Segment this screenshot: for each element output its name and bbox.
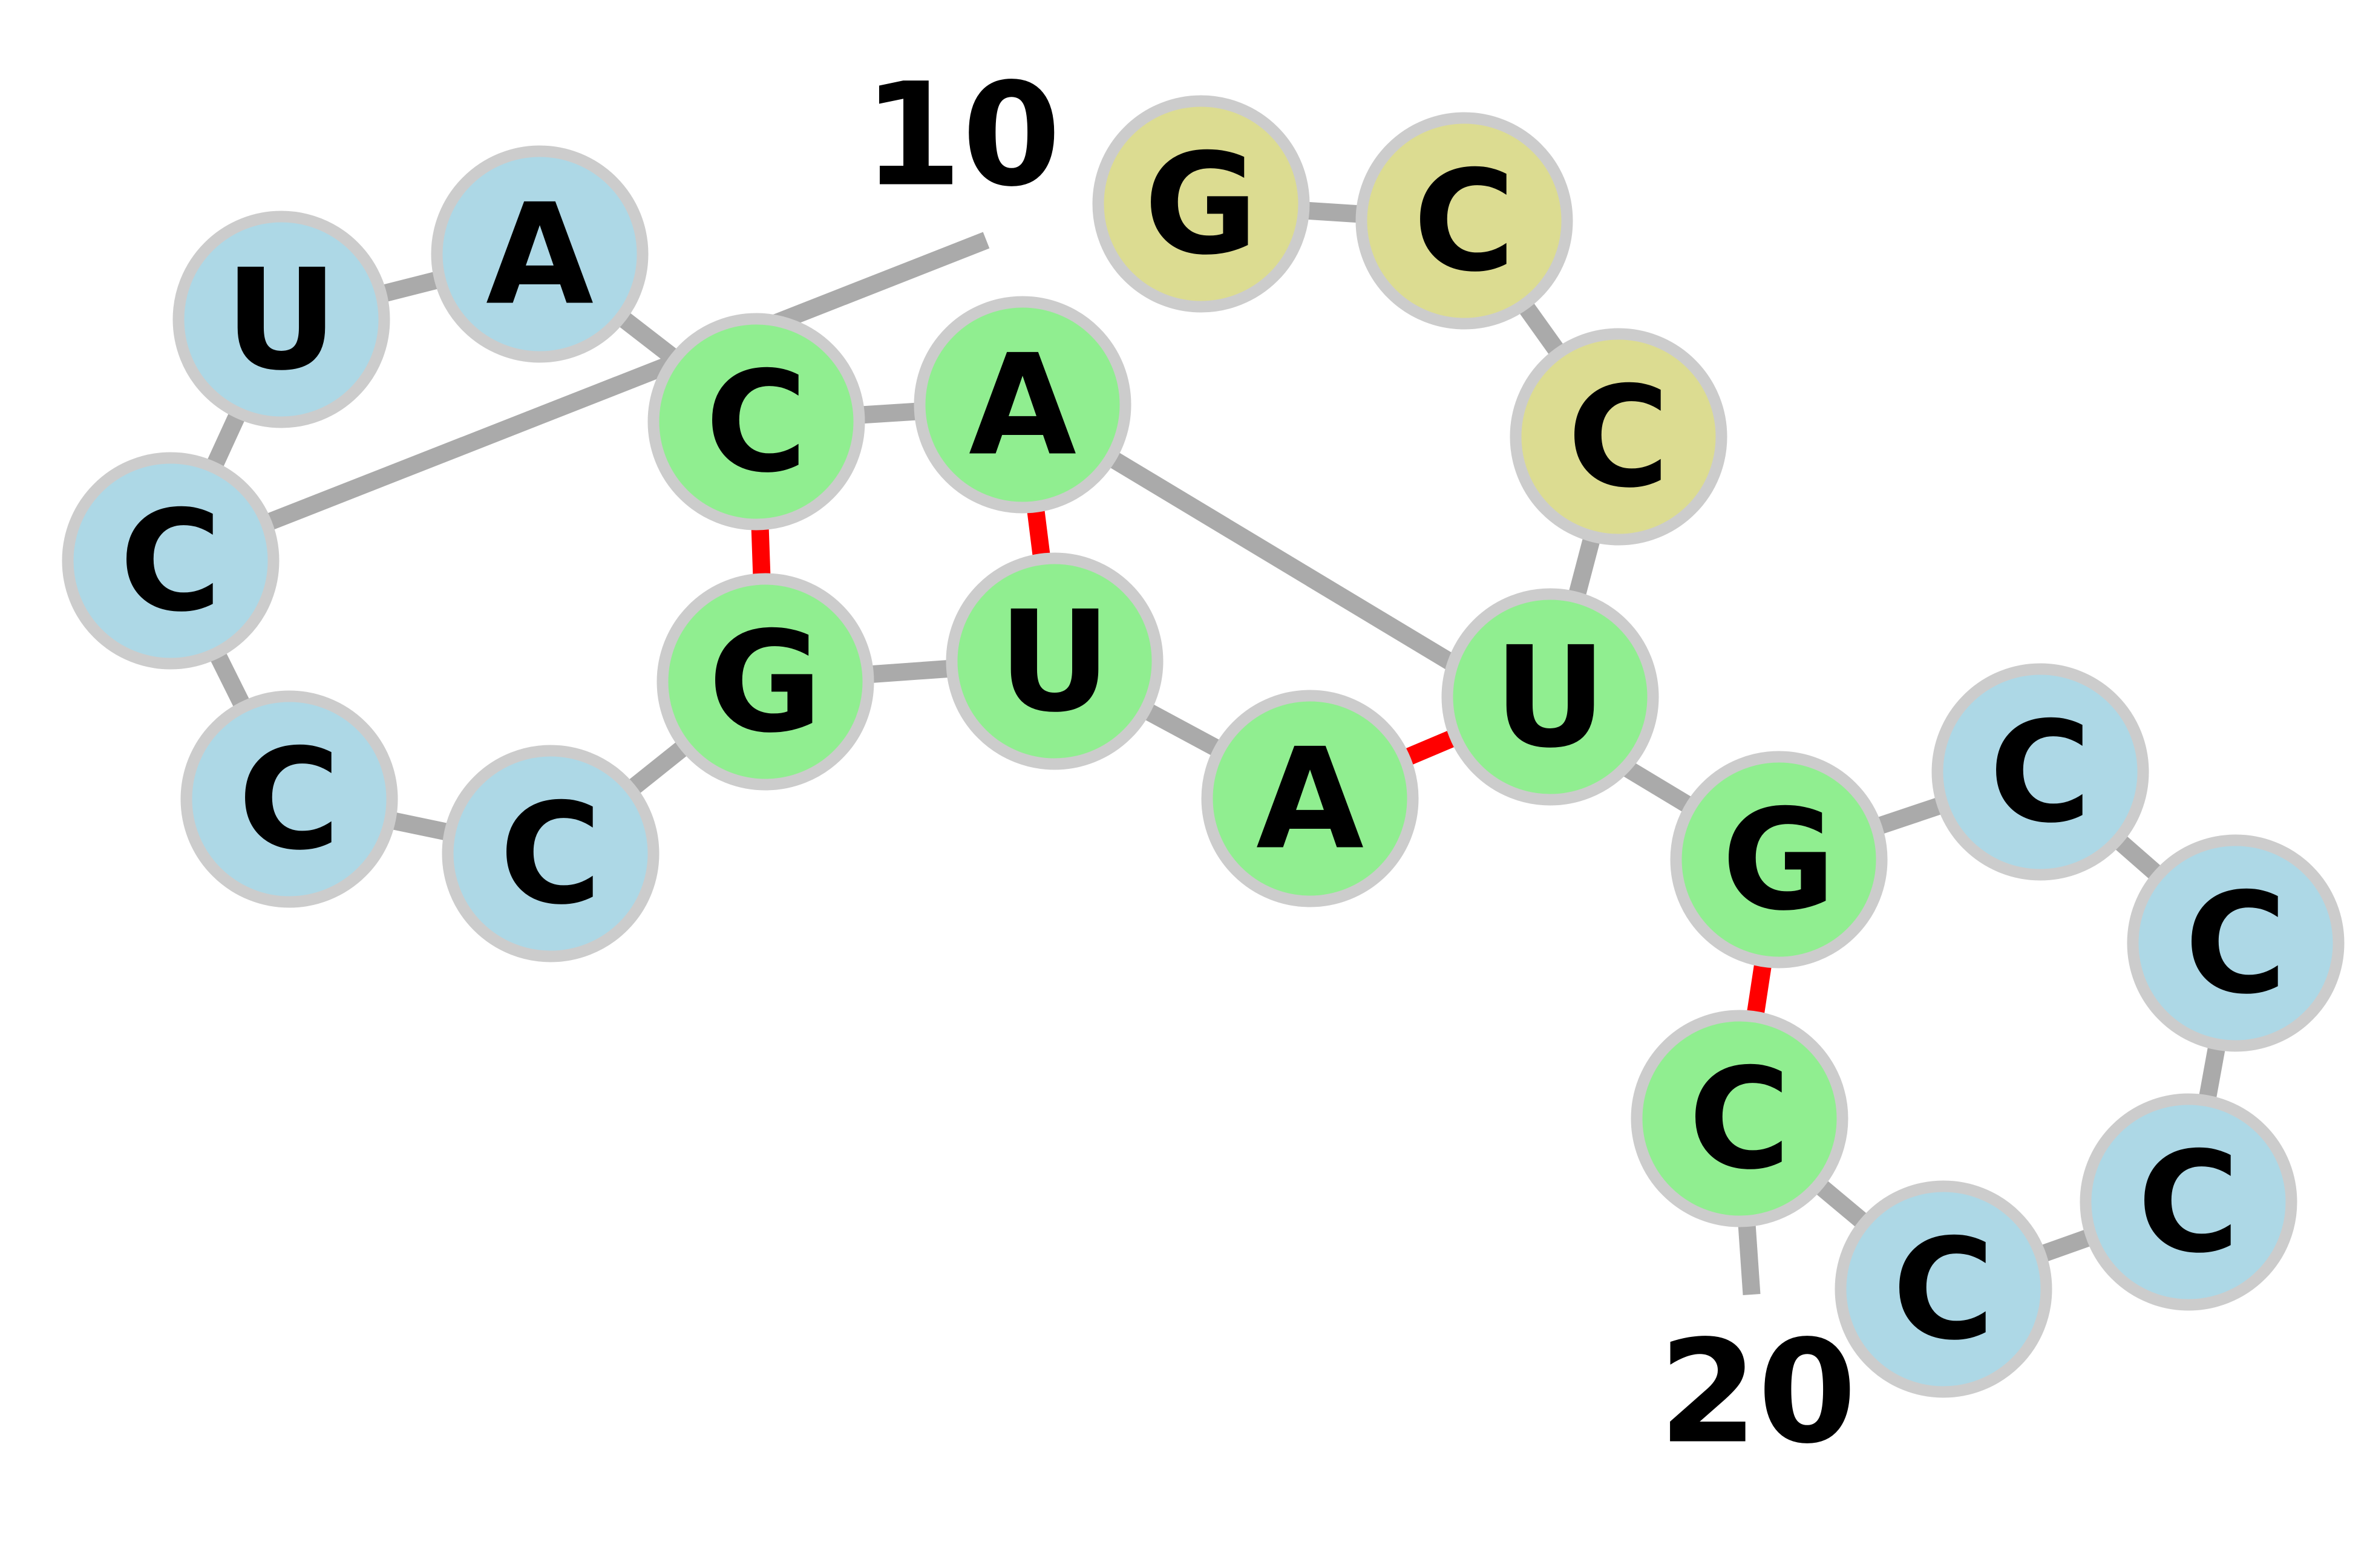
nucleotide-12: A bbox=[431, 145, 649, 363]
nucleotide-circle bbox=[1092, 95, 1310, 313]
nucleotide-circle bbox=[656, 573, 874, 791]
nucleotide-3: C bbox=[1510, 328, 1727, 546]
nucleotide-base-letter: U bbox=[998, 582, 1111, 743]
index-label-10: 10 bbox=[863, 53, 1061, 218]
backbone-segment bbox=[1018, 397, 1784, 867]
nucleotide-16: C bbox=[1931, 663, 2149, 881]
nucleotide-circle bbox=[1931, 663, 2149, 881]
nucleotide-circle bbox=[647, 313, 865, 531]
nucleotide-17: C bbox=[2127, 834, 2345, 1052]
nucleotide-6: U bbox=[946, 552, 1164, 770]
index-tick-20 bbox=[1738, 1220, 1761, 1295]
nucleotide-base-letter: C bbox=[706, 342, 808, 504]
nucleotide-circle bbox=[62, 452, 280, 670]
nucleotide-base-letter: C bbox=[1568, 358, 1670, 519]
nucleotide-base-letter: A bbox=[969, 325, 1076, 487]
nucleotide-base-letter: A bbox=[486, 175, 594, 336]
index-label-layer: 10 20 bbox=[863, 53, 1856, 1475]
nucleotide-base-letter: G bbox=[1144, 125, 1259, 286]
nucleotide-19: C bbox=[1835, 1180, 2052, 1398]
nucleotide-8: C bbox=[442, 745, 660, 962]
nucleotide-base-letter: C bbox=[238, 720, 341, 881]
nucleotide-base-letter: C bbox=[1989, 693, 2092, 854]
nucleotide-1: G bbox=[1092, 95, 1310, 313]
nucleotide-base-letter: C bbox=[2185, 864, 2287, 1025]
nucleotide-7: G bbox=[656, 573, 874, 791]
nucleotide-circle bbox=[2080, 1093, 2297, 1311]
nucleotide-base-letter: A bbox=[1256, 719, 1364, 881]
nucleotide-circle bbox=[1510, 328, 1727, 546]
nucleotide-11: U bbox=[172, 211, 390, 428]
nucleotide-13: C bbox=[647, 313, 865, 531]
nucleotide-20: C bbox=[1631, 1010, 1848, 1227]
nucleotide-18: C bbox=[2080, 1093, 2297, 1311]
backbone-layer bbox=[162, 195, 2245, 1298]
nucleotide-2: C bbox=[1355, 112, 1573, 330]
nucleotide-circle bbox=[1835, 1180, 2052, 1398]
nucleotide-base-letter: C bbox=[1689, 1039, 1791, 1201]
nucleotide-base-letter: C bbox=[500, 774, 602, 936]
index-label-20: 20 bbox=[1658, 1310, 1856, 1475]
nucleotide-base-letter: C bbox=[1413, 142, 1516, 303]
nucleotide-circle bbox=[2127, 834, 2345, 1052]
index-tick-10 bbox=[263, 232, 990, 532]
nucleotide-base-letter: C bbox=[120, 482, 222, 643]
nucleotide-4: U bbox=[1441, 588, 1659, 806]
nucleotide-5: A bbox=[1201, 690, 1419, 907]
nucleotide-circle bbox=[442, 745, 660, 962]
nucleotide-base-letter: U bbox=[1494, 618, 1607, 779]
nucleotide-10: C bbox=[62, 452, 280, 670]
nucleotide-circle bbox=[914, 296, 1131, 514]
nucleotide-base-letter: G bbox=[1722, 780, 1836, 942]
nucleotide-circle bbox=[180, 690, 398, 908]
nucleotide-circle bbox=[1441, 588, 1659, 806]
nucleotide-circle bbox=[1631, 1010, 1848, 1227]
nucleotide-circle bbox=[172, 211, 390, 428]
nucleotide-base-letter: G bbox=[709, 603, 823, 764]
nucleotide-circle bbox=[1355, 112, 1573, 330]
nucleotide-15: G bbox=[1670, 751, 1888, 969]
nucleotide-base-letter: C bbox=[1893, 1210, 1995, 1371]
nucleotide-circle bbox=[946, 552, 1164, 770]
nucleotide-14: A bbox=[914, 296, 1131, 514]
nucleotide-circle bbox=[431, 145, 649, 363]
nucleotide-base-letter: U bbox=[225, 240, 338, 402]
nucleotide-circle bbox=[1201, 690, 1419, 907]
nucleotide-9: C bbox=[180, 690, 398, 908]
nucleotide-circle bbox=[1670, 751, 1888, 969]
nucleotide-base-letter: C bbox=[2138, 1123, 2240, 1284]
